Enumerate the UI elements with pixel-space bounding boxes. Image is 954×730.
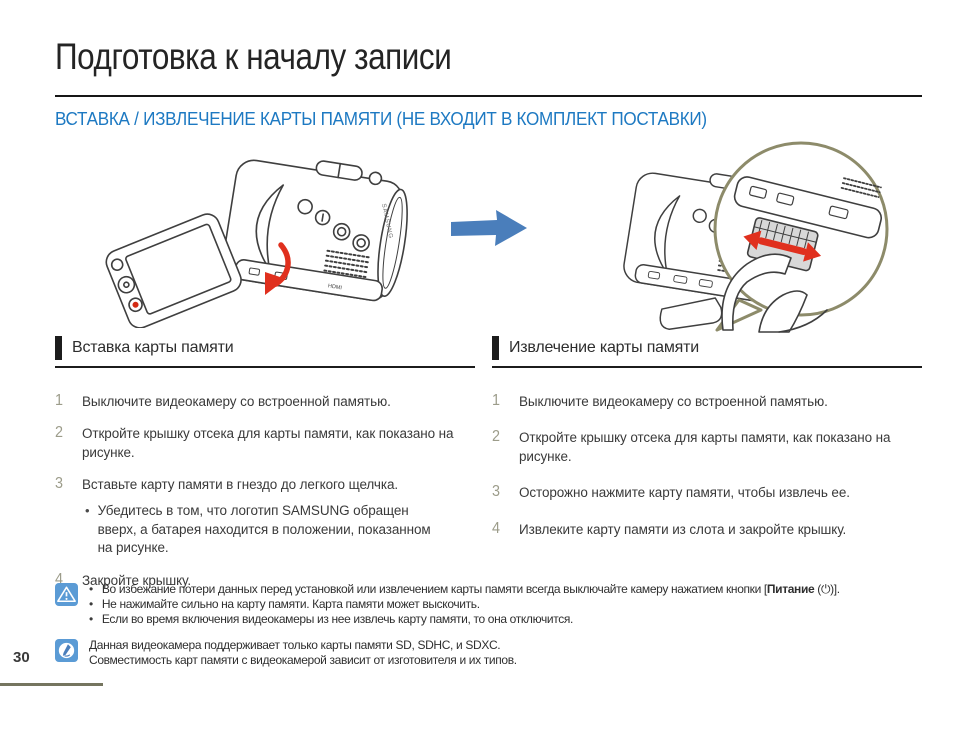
step-text: Извлеките карту памяти из слота и закрой… — [519, 521, 847, 537]
step-text: Откройте крышку отсека для карты памяти,… — [82, 426, 454, 461]
step-sub-bullet: Убедитесь в том, что логотип SAMSUNG обр… — [85, 502, 437, 559]
step-item: 4 Извлеките карту памяти из слота и закр… — [492, 520, 922, 539]
arrow-right-icon — [450, 209, 528, 247]
camcorder-open-cover-illustration: HDMI SAMSUNG — [105, 159, 408, 328]
step-text: Вставьте карту памяти в гнездо до легког… — [82, 477, 399, 493]
footer-rule — [0, 683, 103, 686]
step-item: 2 Откройте крышку отсека для карты памят… — [55, 424, 475, 462]
step-number: 4 — [55, 571, 64, 589]
step-number: 2 — [492, 428, 501, 446]
warning-item: Если во время включения видеокамеры из н… — [89, 612, 840, 627]
power-button-label: Питание — [766, 582, 815, 596]
step-item: 1 Выключите видеокамеру со встроенной па… — [492, 392, 922, 411]
power-icon: (⏻)]. — [814, 582, 840, 596]
step-item: 1 Выключите видеокамеру со встроенной па… — [55, 392, 475, 411]
step-number: 2 — [55, 424, 64, 442]
hdmi-port-label: HDMI — [327, 283, 342, 291]
remove-section-title: Извлечение карты памяти — [509, 339, 699, 356]
remove-steps-list: 1 Выключите видеокамеру со встроенной па… — [492, 392, 922, 539]
info-note: Данная видеокамера поддерживает только к… — [55, 638, 933, 668]
step-number: 1 — [55, 392, 64, 409]
section-subtitle: ВСТАВКА / ИЗВЛЕЧЕНИЕ КАРТЫ ПАМЯТИ (НЕ ВХ… — [55, 109, 707, 129]
info-list: Данная видеокамера поддерживает только к… — [89, 638, 517, 668]
page-number: 30 — [13, 649, 30, 666]
step-text: Осторожно нажмите карту памяти, чтобы из… — [519, 485, 850, 501]
warning-item: Во избежание потери данных перед установ… — [89, 582, 840, 597]
warning-triangle-icon — [55, 583, 78, 606]
info-line: Данная видеокамера поддерживает только к… — [89, 638, 501, 652]
section-remove-card: Извлечение карты памяти 1 Выключите виде… — [492, 336, 922, 556]
header-accent-bar — [55, 336, 62, 360]
step-number: 1 — [492, 392, 501, 409]
pencil-note-icon — [55, 639, 78, 662]
step-text: Выключите видеокамеру со встроенной памя… — [82, 394, 391, 409]
info-line: Совместимость карт памяти с видеокамерой… — [89, 653, 517, 667]
header-accent-bar — [492, 336, 499, 360]
step-number: 4 — [492, 519, 501, 537]
insert-steps-list: 1 Выключите видеокамеру со встроенной па… — [55, 392, 475, 590]
step-text: Откройте крышку отсека для карты памяти,… — [519, 430, 891, 465]
sub-bullet-text: Убедитесь в том, что логотип SAMSUNG обр… — [97, 502, 431, 556]
page-title: Подготовка к началу записи — [55, 36, 452, 77]
warning-item: Не нажимайте сильно на карту памяти. Кар… — [89, 597, 840, 612]
red-insert-remove-arrow — [743, 230, 822, 262]
step-number: 3 — [492, 483, 501, 501]
warning-list: Во избежание потери данных перед установ… — [89, 582, 840, 627]
step-item: 3 Вставьте карту памяти в гнездо до легк… — [55, 475, 475, 558]
remove-section-header: Извлечение карты памяти — [492, 336, 922, 368]
step-item: 2 Откройте крышку отсека для карты памят… — [492, 428, 922, 466]
figure-remove-camcorder — [527, 138, 927, 334]
step-item: 3 Осторожно нажмите карту памяти, чтобы … — [492, 483, 922, 502]
step-text: Выключите видеокамеру со встроенной памя… — [519, 394, 828, 409]
section-insert-card: Вставка карты памяти 1 Выключите видеока… — [55, 336, 475, 603]
figure-insert-camcorder: HDMI SAMSUNG — [100, 146, 435, 328]
title-rule — [55, 95, 922, 97]
step-number: 3 — [55, 475, 64, 493]
warning-note: Во избежание потери данных перед установ… — [55, 582, 933, 627]
camcorder-magnified-slot-illustration — [623, 141, 889, 333]
insert-section-title: Вставка карты памяти — [72, 339, 234, 356]
insert-section-header: Вставка карты памяти — [55, 336, 475, 368]
